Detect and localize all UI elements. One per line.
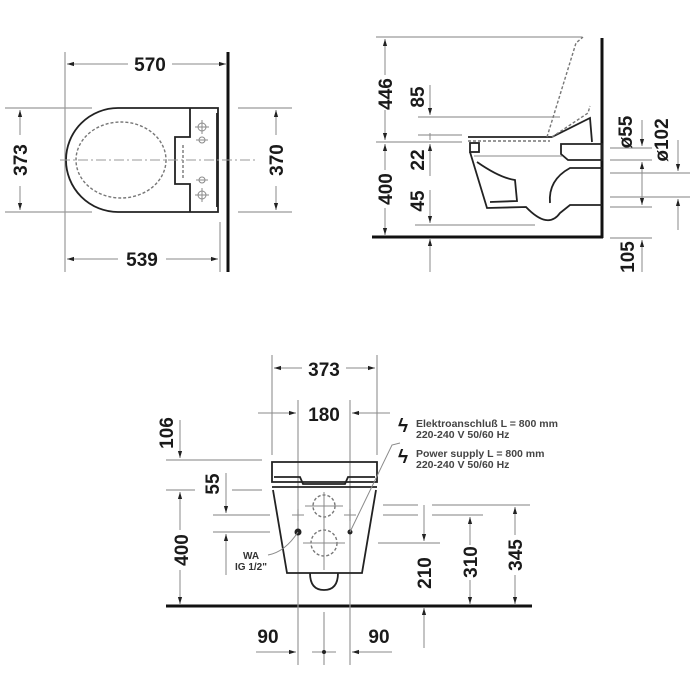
top-view: 570 539 373 370 [5,52,292,272]
power-note-de-line2: 220-240 V 50/60 Hz [416,429,509,441]
front-rim-connection-label: 55 [203,473,224,495]
lightning-icon: ϟ [398,416,408,437]
front-seat-height-label: 106 [157,417,178,449]
side-outlet-offset-label: 105 [618,241,639,273]
top-bowl-outline [65,107,219,213]
front-rim-height-label: 400 [172,534,193,566]
front-right-offset-label: 90 [368,627,389,648]
side-view: 446 400 85 22 45 ø55 [372,36,690,273]
front-outlet-height-label: 210 [415,557,436,589]
top-overall-length-label: 570 [134,55,166,76]
top-back-width-label: 370 [267,144,288,176]
front-overall-width-label: 373 [308,360,340,381]
front-bolt-lower-label: 310 [461,546,482,578]
water-thread-label: IG 1/2" [235,562,267,573]
power-note-de-line1: Elektroanschluß L = 800 mm [416,418,558,430]
front-seat-outline [271,461,378,483]
front-view: 373 180 106 55 400 [157,355,558,665]
side-inlet-diameter-label: ø55 [616,115,637,148]
side-seat-lift-label: 446 [376,78,397,110]
front-bolt-upper-label: 345 [506,539,527,571]
water-connection-label: WA [243,551,259,562]
top-overall-width-label: 373 [11,144,32,176]
side-outlet-diameter-label: ø102 [652,118,673,161]
side-rim-to-inlet-label: 22 [408,149,429,170]
lightning-icon: ϟ [398,447,408,468]
side-bowl-outline [469,151,602,222]
front-left-offset-label: 90 [257,627,278,648]
side-lid-height-label: 85 [408,86,429,108]
front-bowl-outline [272,489,377,574]
top-bowl-length-label: 539 [126,250,158,271]
front-bolt-spacing-label: 180 [308,405,340,426]
power-note-en-line2: 220-240 V 50/60 Hz [416,459,509,471]
top-seat-opening [75,121,167,199]
side-inlet-outlet-label: 45 [408,190,429,212]
side-lid-open-outline [546,36,584,138]
side-rim-height-label: 400 [376,173,397,205]
power-note-en-line1: Power supply L = 800 mm [416,448,544,460]
